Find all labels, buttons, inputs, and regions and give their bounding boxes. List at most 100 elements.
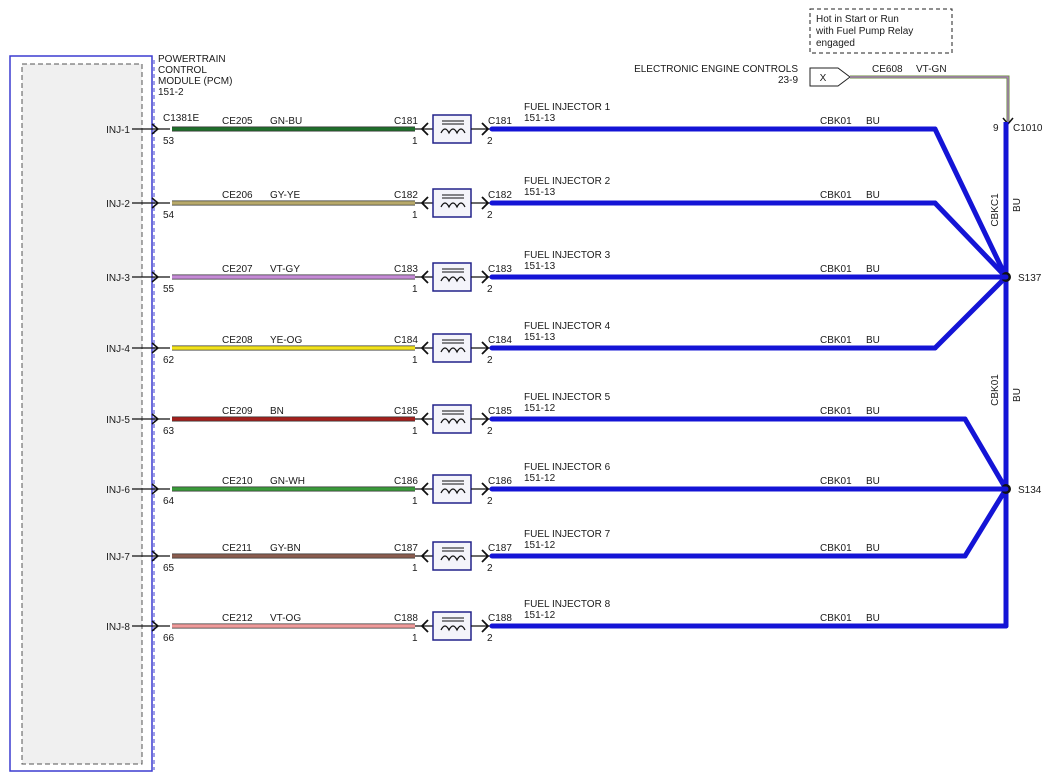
- output-pin-number: 2: [487, 426, 493, 437]
- input-connector-arrow: [420, 270, 429, 284]
- pcm-label: POWERTRAIN CONTROL MODULE (PCM) 151-2: [158, 54, 232, 98]
- output-connector-label: C181: [488, 116, 512, 127]
- injector-ref: 151-13: [524, 113, 556, 124]
- ground-circuit-label: CBK01: [820, 543, 852, 554]
- pcm-pin-label: INJ-6: [106, 485, 130, 496]
- pcm-connector-label: C1381E: [163, 113, 199, 124]
- injector-name: FUEL INJECTOR 5: [524, 392, 611, 403]
- input-connector-arrow: [420, 412, 429, 426]
- ground-color-label: BU: [866, 476, 880, 487]
- injector-box: [432, 262, 472, 292]
- output-connector-label: C186: [488, 476, 512, 487]
- injector-name: FUEL INJECTOR 6: [524, 462, 611, 473]
- pcm-pin-number: 53: [163, 136, 175, 147]
- pcm-pin-label: INJ-7: [106, 552, 130, 563]
- signal-color-label: VT-OG: [270, 613, 301, 624]
- ground-circuit-label: CBK01: [820, 406, 852, 417]
- pcm-label-line-2: CONTROL: [158, 65, 207, 76]
- ground-color-label: BU: [866, 264, 880, 275]
- note-line-1: Hot in Start or Run: [816, 14, 899, 25]
- coil-icon: [440, 276, 466, 283]
- coil-icon: [440, 625, 466, 632]
- eec-feed: ELECTRONIC ENGINE CONTROLS 23-9 X CE608 …: [634, 64, 1010, 122]
- signal-circuit-label: CE212: [222, 613, 253, 624]
- signal-circuit-label: CE208: [222, 335, 253, 346]
- note-line-3: engaged: [816, 38, 855, 49]
- ground-color-label: BU: [866, 190, 880, 201]
- ground-circuit-label: CBK01: [820, 476, 852, 487]
- input-connector-arrow: [420, 549, 429, 563]
- signal-circuit-label: CE211: [222, 543, 252, 554]
- eec-ref: 23-9: [778, 75, 798, 86]
- pcm-pin-arrow: [151, 550, 160, 562]
- coil-icon: [440, 418, 466, 425]
- ground-circuit-label: CBK01: [820, 264, 852, 275]
- eec-color-label: VT-GN: [916, 64, 947, 75]
- input-connector-label: C181: [394, 116, 418, 127]
- ground-color-label: BU: [866, 406, 880, 417]
- output-connector-label: C183: [488, 264, 512, 275]
- pcm-pin-number: 64: [163, 496, 175, 507]
- ground-color-label: BU: [866, 335, 880, 346]
- input-connector-label: C187: [394, 543, 418, 554]
- ground-color-label: BU: [866, 116, 880, 127]
- ground-branch: [932, 200, 1009, 280]
- ground-branch: [932, 274, 1009, 351]
- ground-branch: [962, 416, 1009, 492]
- signal-color-label: GN-WH: [270, 476, 305, 487]
- signal-circuit-label: CE206: [222, 190, 253, 201]
- injector-ref: 151-13: [524, 332, 556, 343]
- ground-color-label: BU: [866, 543, 880, 554]
- coil-icon: [440, 128, 466, 135]
- ground-color-label: BU: [866, 613, 880, 624]
- coil-icon: [440, 347, 466, 354]
- c1010-connector-label: C1010: [1013, 123, 1043, 134]
- pcm-pin-arrow: [151, 483, 160, 495]
- signal-circuit-label: CE207: [222, 264, 253, 275]
- injector-name: FUEL INJECTOR 7: [524, 529, 611, 540]
- input-pin-number: 1: [412, 426, 418, 437]
- pcm-pin-number: 55: [163, 284, 175, 295]
- trunk-lower-circuit-label: CBK01: [990, 374, 1001, 406]
- trunk-lower-color-label: BU: [1012, 388, 1023, 402]
- injector-ref: 151-13: [524, 187, 556, 198]
- signal-circuit-label: CE205: [222, 116, 253, 127]
- pcm-pin-label: INJ-8: [106, 622, 130, 633]
- output-connector-arrow: [481, 270, 490, 284]
- signal-color-label: VT-GY: [270, 264, 300, 275]
- splice-s134-label: S134: [1018, 485, 1042, 496]
- input-pin-number: 1: [412, 284, 418, 295]
- injector-name: FUEL INJECTOR 4: [524, 321, 611, 332]
- signal-color-label: YE-OG: [270, 335, 302, 346]
- pcm-label-line-3: MODULE (PCM): [158, 76, 232, 87]
- eec-circuit-label: CE608: [872, 64, 903, 75]
- input-pin-number: 1: [412, 210, 418, 221]
- injector-ref: 151-12: [524, 540, 556, 551]
- trunk-upper-circuit-label: CBKC1: [990, 193, 1001, 227]
- eec-label: ELECTRONIC ENGINE CONTROLS: [634, 64, 798, 75]
- signal-circuit-label: CE210: [222, 476, 253, 487]
- injector-name: FUEL INJECTOR 3: [524, 250, 611, 261]
- input-pin-number: 1: [412, 563, 418, 574]
- pcm-pin-label: INJ-2: [106, 199, 130, 210]
- ground-circuit-label: CBK01: [820, 116, 852, 127]
- output-connector-arrow: [481, 412, 490, 426]
- pcm-label-line-1: POWERTRAIN: [158, 54, 226, 65]
- input-connector-label: C186: [394, 476, 418, 487]
- ground-circuit-label: CBK01: [820, 613, 852, 624]
- output-connector-arrow: [481, 196, 490, 210]
- c1010-pin-label: 9: [993, 123, 999, 134]
- injector-ref: 151-12: [524, 403, 556, 414]
- output-connector-label: C182: [488, 190, 512, 201]
- injector-ref: 151-12: [524, 610, 556, 621]
- note-line-2: with Fuel Pump Relay: [815, 26, 913, 37]
- injector-name: FUEL INJECTOR 1: [524, 102, 611, 113]
